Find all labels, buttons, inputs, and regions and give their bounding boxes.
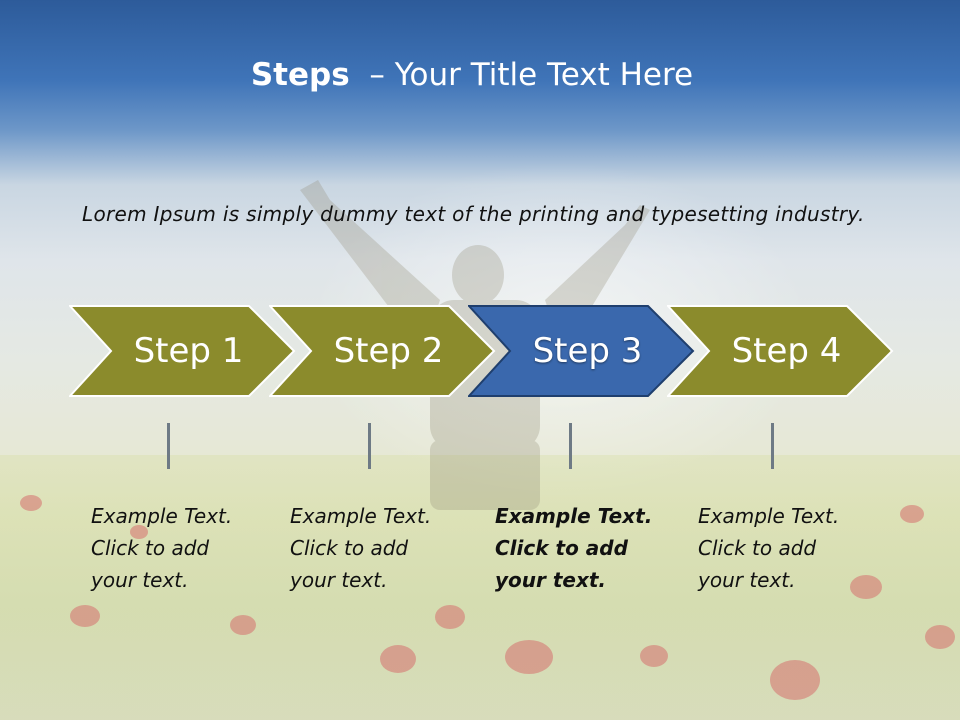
step-3-shape (468, 305, 695, 397)
step-2-note[interactable]: Example Text. Click to add your text. (290, 504, 432, 592)
poppy (380, 645, 416, 673)
step-1-connector (167, 423, 170, 469)
poppy (770, 660, 820, 700)
step-1-shape (69, 305, 296, 397)
step-4-label: Step 4 (731, 331, 842, 371)
step-4-note[interactable]: Example Text. Click to add your text. (698, 504, 840, 592)
poppy (925, 625, 955, 649)
step-3-connector (569, 423, 572, 469)
step-2-chevron[interactable]: Step 2 (269, 305, 496, 397)
step-4-chevron[interactable]: Step 4 (667, 305, 894, 397)
step-3-chevron[interactable]: Step 3 (468, 305, 695, 397)
poppy (900, 505, 924, 523)
poppy-field (0, 455, 960, 720)
step-1-note[interactable]: Example Text. Click to add your text. (91, 504, 233, 592)
title-bold: Steps (250, 57, 350, 93)
title-rest: – Your Title Text Here (349, 57, 694, 93)
poppy (435, 605, 465, 629)
step-4-connector (771, 423, 774, 469)
intro-text: Lorem Ipsum is simply dummy text of the … (82, 202, 865, 226)
step-2-connector (368, 423, 371, 469)
poppy (850, 575, 882, 599)
poppy (20, 495, 42, 511)
poppy (130, 525, 148, 539)
step-1-label: Step 1 (133, 331, 244, 371)
poppy (505, 640, 553, 674)
title-bar: Steps – Your Title Text Here (0, 0, 960, 150)
step-3-note[interactable]: Example Text. Click to add your text. (495, 504, 653, 592)
step-2-shape (269, 305, 496, 397)
step-4-shape (667, 305, 894, 397)
poppy (230, 615, 256, 635)
step-2-label: Step 2 (333, 331, 444, 371)
poppy (70, 605, 100, 627)
poppy (640, 645, 668, 667)
slide-title: Steps – Your Title Text Here (0, 54, 944, 96)
step-1-chevron[interactable]: Step 1 (69, 305, 296, 397)
step-3-label: Step 3 (532, 331, 643, 371)
